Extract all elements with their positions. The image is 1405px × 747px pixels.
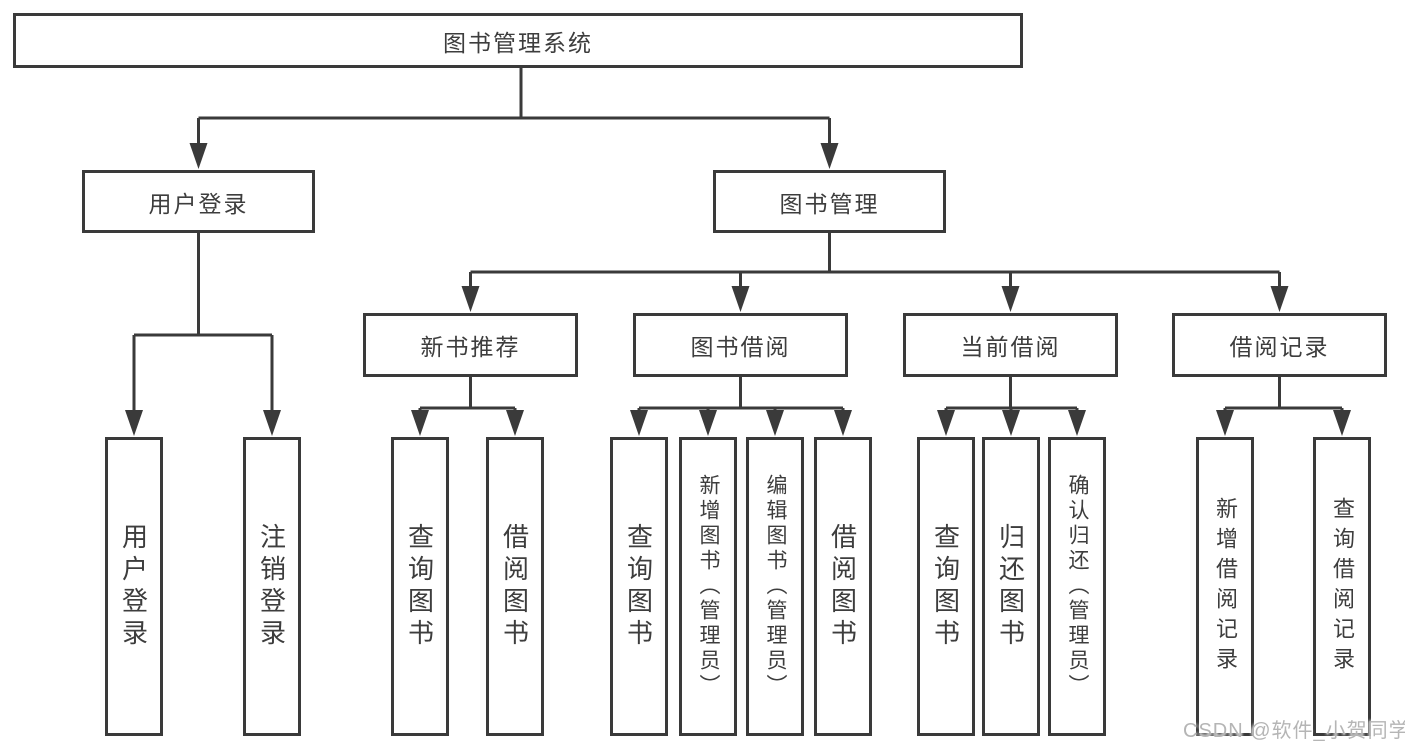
leaf-records-query-record: 查询借阅记录 bbox=[1313, 437, 1371, 736]
leaf-logout: 注销登录 bbox=[243, 437, 301, 736]
node-book-borrowing-label: 图书借阅 bbox=[690, 334, 791, 360]
arrowhead bbox=[125, 410, 143, 436]
node-root-label: 图书管理系统 bbox=[443, 29, 593, 56]
arrowhead bbox=[1333, 410, 1351, 436]
leaf-borrowing-add-books-admin-label: 新增图书（管理员） bbox=[697, 474, 720, 699]
node-current-borrowing: 当前借阅 bbox=[903, 313, 1118, 377]
leaf-records-query-record-label: 查询借阅记录 bbox=[1330, 496, 1355, 677]
edge-book-management-to-level3 bbox=[469, 233, 1281, 288]
node-book-borrowing: 图书借阅 bbox=[633, 313, 848, 377]
leaf-logout-label: 注销登录 bbox=[256, 522, 287, 651]
node-new-book-recommendation: 新书推荐 bbox=[363, 313, 578, 377]
leaf-user-login-label: 用户登录 bbox=[118, 522, 149, 651]
leaf-current-confirm-return-admin: 确认归还（管理员） bbox=[1048, 437, 1106, 736]
edge-user-login-to-leaves bbox=[132, 233, 274, 412]
leaf-current-query-books: 查询图书 bbox=[917, 437, 975, 736]
leaf-borrowing-query-books: 查询图书 bbox=[610, 437, 668, 736]
arrowhead bbox=[1001, 286, 1020, 312]
arrowhead bbox=[189, 143, 208, 169]
leaf-current-query-books-label: 查询图书 bbox=[930, 522, 961, 651]
arrowhead bbox=[699, 410, 717, 436]
arrowhead bbox=[1270, 286, 1289, 312]
arrowheads bbox=[125, 143, 1351, 436]
arrowhead bbox=[461, 286, 480, 312]
arrowhead bbox=[834, 410, 852, 436]
arrowhead bbox=[731, 286, 750, 312]
edge-root-to-level2 bbox=[197, 68, 831, 146]
arrowhead bbox=[506, 410, 524, 436]
node-root: 图书管理系统 bbox=[13, 13, 1023, 68]
leaf-borrowing-query-books-label: 查询图书 bbox=[623, 522, 654, 651]
node-user-login: 用户登录 bbox=[82, 170, 315, 233]
leaf-borrowing-borrow-books-label: 借阅图书 bbox=[827, 522, 858, 651]
node-new-book-recommendation-label: 新书推荐 bbox=[420, 334, 521, 360]
leaf-borrowing-edit-books-admin: 编辑图书（管理员） bbox=[746, 437, 804, 736]
leaf-newbooks-query-books: 查询图书 bbox=[391, 437, 449, 736]
leaf-borrowing-add-books-admin: 新增图书（管理员） bbox=[679, 437, 737, 736]
leaf-user-login: 用户登录 bbox=[105, 437, 163, 736]
leaf-records-add-record-label: 新增借阅记录 bbox=[1213, 496, 1238, 677]
arrowhead bbox=[1002, 410, 1020, 436]
arrowhead bbox=[820, 143, 839, 169]
leaf-records-add-record: 新增借阅记录 bbox=[1196, 437, 1254, 736]
leaf-borrowing-borrow-books: 借阅图书 bbox=[814, 437, 872, 736]
leaf-borrowing-edit-books-admin-label: 编辑图书（管理员） bbox=[764, 474, 787, 699]
arrowhead bbox=[630, 410, 648, 436]
edge-borrowing-records-to-leaves bbox=[1223, 377, 1344, 412]
arrowhead bbox=[766, 410, 784, 436]
node-user-login-label: 用户登录 bbox=[148, 190, 249, 217]
node-book-management-label: 图书管理 bbox=[779, 190, 880, 217]
arrowhead bbox=[937, 410, 955, 436]
arrowhead bbox=[263, 410, 281, 436]
leaf-current-return-books-label: 归还图书 bbox=[995, 522, 1026, 651]
edge-current-borrowing-to-leaves bbox=[944, 377, 1079, 412]
node-book-management: 图书管理 bbox=[713, 170, 946, 233]
leaf-newbooks-query-books-label: 查询图书 bbox=[404, 522, 435, 651]
node-current-borrowing-label: 当前借阅 bbox=[960, 334, 1061, 360]
watermark: CSDN @软件_小贺同学 bbox=[1183, 720, 1405, 742]
node-borrowing-records-label: 借阅记录 bbox=[1229, 334, 1330, 360]
leaf-current-return-books: 归还图书 bbox=[982, 437, 1040, 736]
arrowhead bbox=[411, 410, 429, 436]
arrowhead bbox=[1068, 410, 1086, 436]
node-borrowing-records: 借阅记录 bbox=[1172, 313, 1387, 377]
edge-book-borrowing-to-leaves bbox=[637, 377, 845, 412]
leaf-newbooks-borrow-books-label: 借阅图书 bbox=[499, 522, 530, 651]
edge-new-books-to-leaves bbox=[418, 377, 517, 412]
arrowhead bbox=[1216, 410, 1234, 436]
leaf-newbooks-borrow-books: 借阅图书 bbox=[486, 437, 544, 736]
leaf-current-confirm-return-admin-label: 确认归还（管理员） bbox=[1066, 474, 1089, 699]
